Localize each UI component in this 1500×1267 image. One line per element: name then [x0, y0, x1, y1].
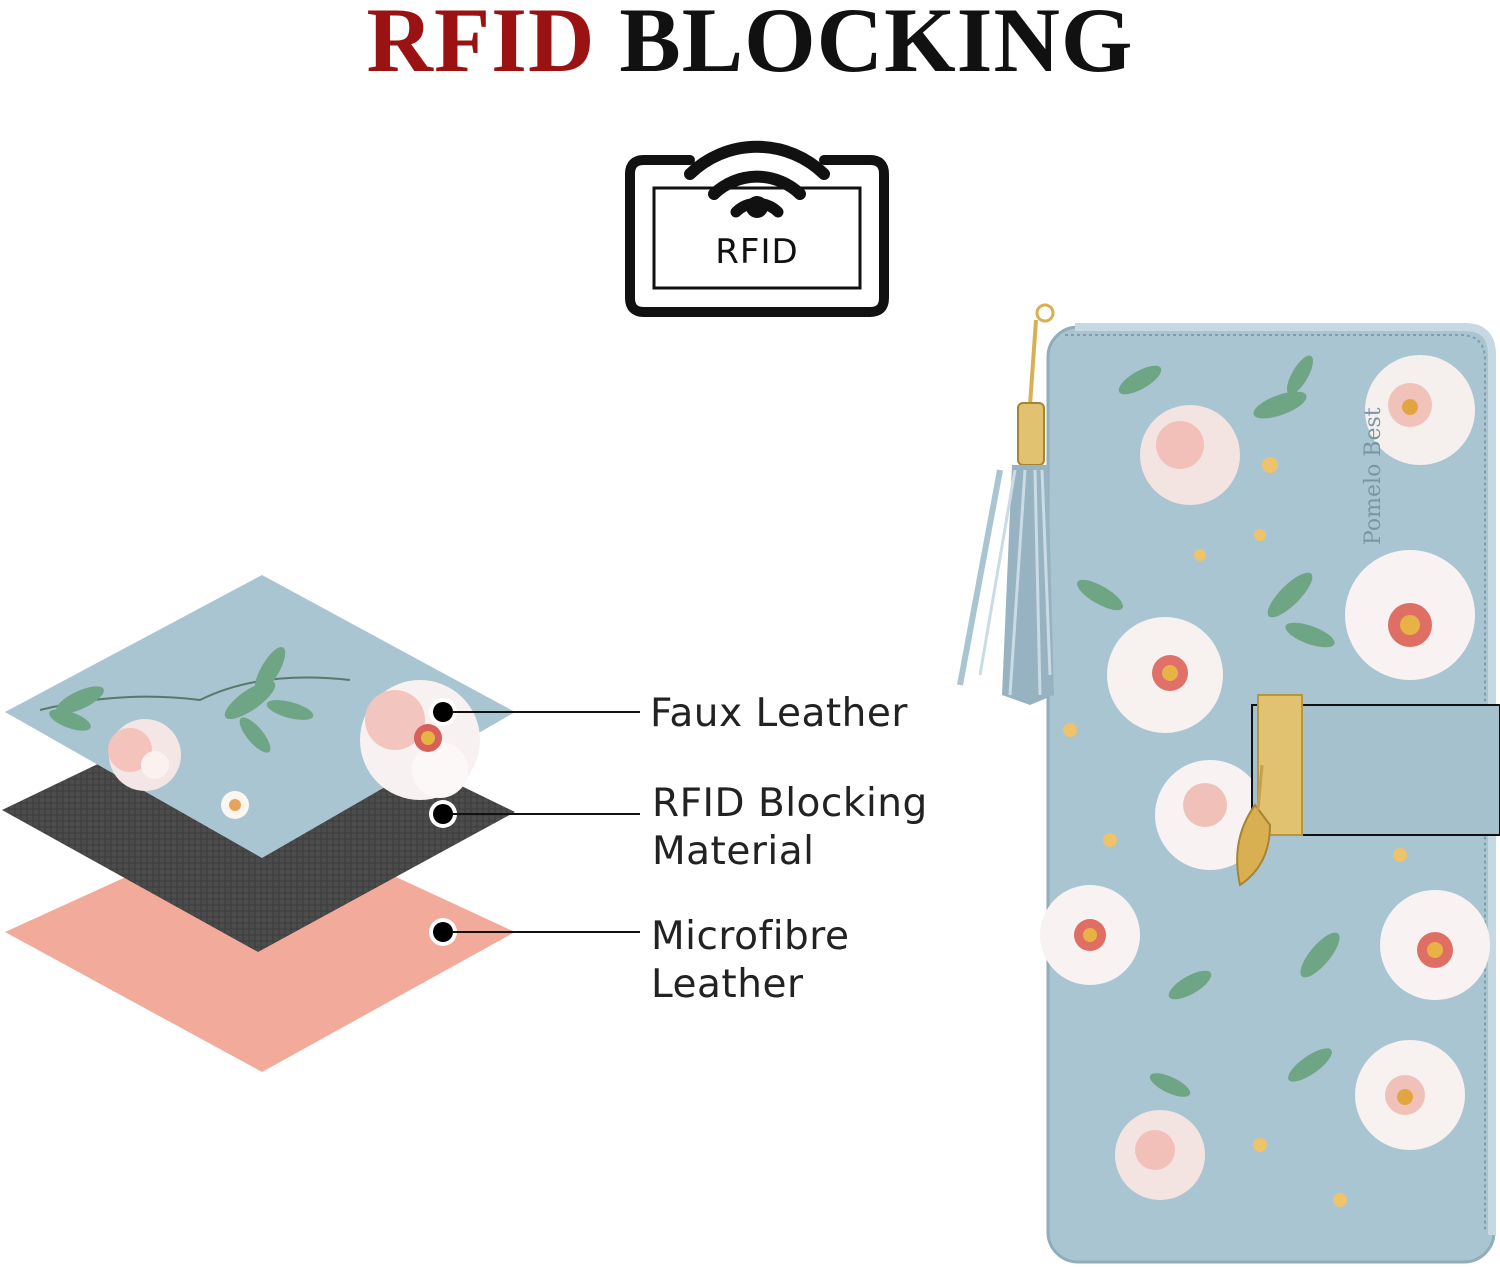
label-microfibre-line2: Leather	[651, 962, 804, 1007]
brand-imprint: Pomelo Best	[1361, 407, 1386, 545]
floral-pattern	[1040, 355, 1490, 1207]
callout-rfid-blocking	[429, 800, 640, 828]
label-rfid-blocking-line1: RFID Blocking	[652, 781, 928, 826]
label-rfid-blocking-line2: Material	[652, 829, 815, 874]
label-microfibre-leather: Microfibre Leather	[651, 913, 849, 1009]
rfid-wireless-icon	[625, 140, 889, 317]
page-title: RFID BLOCKING	[0, 0, 1500, 86]
label-faux-leather-line1: Faux Leather	[650, 691, 908, 736]
label-faux-leather: Faux Leather	[650, 690, 908, 738]
tassel-zipper-pull	[957, 303, 1055, 705]
layer-faux-leather	[5, 575, 515, 858]
callout-microfibre-leather	[429, 918, 640, 946]
rfid-badge-text: RFID	[715, 232, 799, 272]
label-rfid-blocking-material: RFID Blocking Material	[652, 780, 928, 876]
callout-faux-leather	[429, 698, 640, 726]
title-word-rfid: RFID	[366, 0, 596, 91]
title-word-blocking: BLOCKING	[619, 0, 1134, 91]
label-microfibre-line1: Microfibre	[651, 914, 850, 959]
layers-diagram	[2, 575, 640, 1072]
wallet-product-image: Pomelo Best	[957, 303, 1500, 1264]
